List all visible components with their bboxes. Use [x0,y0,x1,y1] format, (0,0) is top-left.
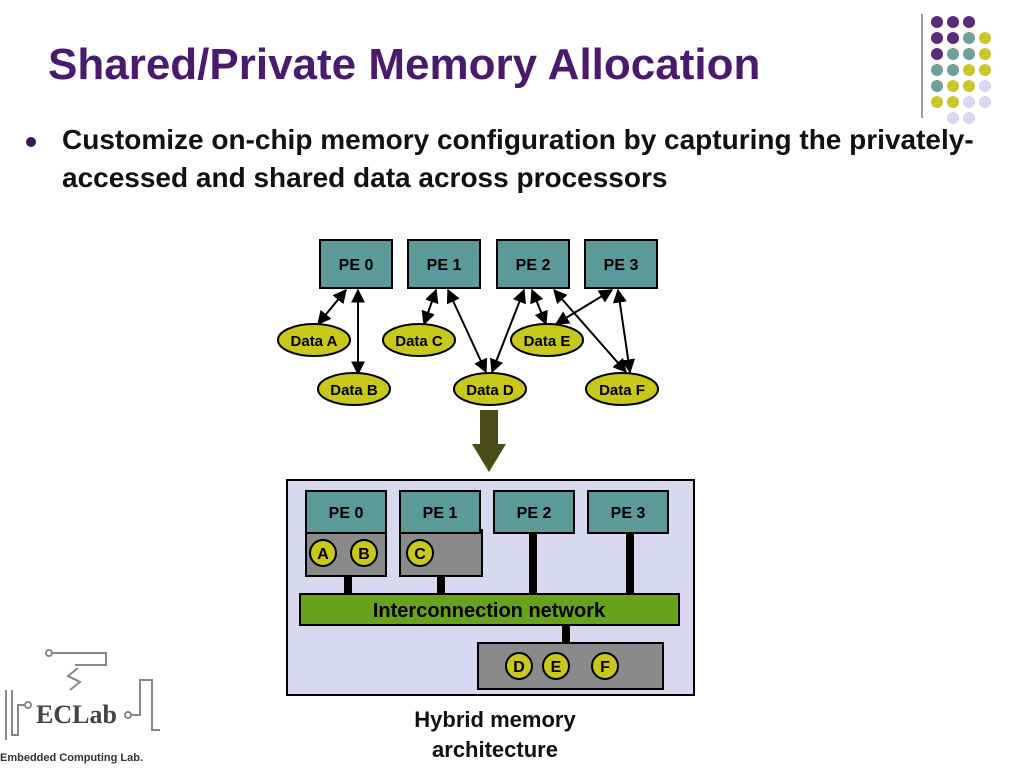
bottom-pe1-box: PE 1 [399,490,481,534]
top-pe2-box: PE 2 [496,239,570,289]
svg-text:PE 3: PE 3 [611,505,646,522]
arrow-pe2-dataD [490,288,526,374]
top-pe1-box: PE 1 [407,239,481,289]
svg-text:Data A: Data A [291,333,338,350]
bottom-pe0-box: PE 0 [305,490,387,534]
arrow-pe3-dataE [554,289,614,325]
svg-text:Data C: Data C [395,333,443,350]
shared-e-circle: E [542,652,570,680]
top-pe0-label: PE 0 [339,257,374,274]
shared-d-circle: D [505,652,533,680]
top-pe0-box: PE 0 [319,239,393,289]
transform-down-arrow [472,410,506,472]
svg-text:Data F: Data F [599,382,645,399]
private-a-circle: A [309,539,337,567]
svg-text:Data E: Data E [524,333,571,350]
svg-text:Interconnection network: Interconnection network [373,600,606,622]
data-b-oval: Data B [317,372,391,406]
caption-line2: architecture [432,737,558,762]
svg-text:B: B [358,546,370,563]
svg-text:F: F [600,659,610,676]
bullet-point-icon [26,137,36,147]
logo-wordmark: ECLab [36,700,117,729]
logo-subtitle: Embedded Computing Lab. [0,752,143,764]
top-pe1-label: PE 1 [427,257,462,274]
arrow-pe3-dataF [612,288,636,374]
bus-connectors [344,534,634,643]
svg-text:Data D: Data D [466,382,514,399]
top-pe3-label: PE 3 [604,257,639,274]
title-divider [921,14,923,118]
interconnection-network-bar: Interconnection network [299,593,680,626]
arrow-pe1-dataD [446,288,488,374]
svg-text:PE 2: PE 2 [517,505,552,522]
private-c-circle: C [406,539,434,567]
svg-text:PE 1: PE 1 [423,505,458,522]
top-pe3-box: PE 3 [584,239,658,289]
shared-f-circle: F [591,652,619,680]
svg-text:E: E [551,659,562,676]
arrow-pe2-dataE [530,288,548,326]
arrow-pe1-dataC [421,288,439,326]
access-arrows [317,288,636,376]
diagram-caption: Hybrid memory architecture [390,705,600,765]
svg-text:D: D [513,659,525,676]
slide-title: Shared/Private Memory Allocation [48,40,761,89]
eclab-logo-graphic [5,649,160,740]
svg-text:C: C [414,546,426,563]
data-c-oval: Data C [382,323,456,357]
bottom-pe3-box: PE 3 [587,490,669,534]
data-d-oval: Data D [453,372,527,406]
svg-text:A: A [317,546,329,563]
data-f-oval: Data F [585,372,659,406]
top-pe2-label: PE 2 [516,257,551,274]
private-b-circle: B [350,539,378,567]
caption-line1: Hybrid memory [414,707,576,732]
svg-text:PE 0: PE 0 [329,505,364,522]
svg-text:Data B: Data B [330,382,378,399]
bullet-text: Customize on-chip memory configuration b… [62,124,974,193]
data-e-oval: Data E [510,323,584,357]
bottom-pe2-box: PE 2 [493,490,575,534]
data-a-oval: Data A [277,323,351,357]
arrow-pe0-dataA [317,288,347,326]
